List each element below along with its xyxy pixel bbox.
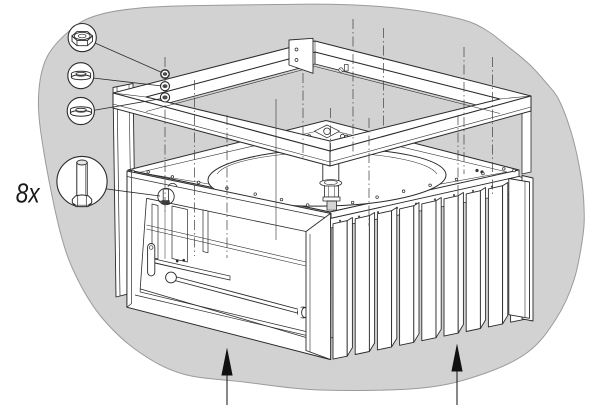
svg-text:8x: 8x	[16, 178, 41, 209]
